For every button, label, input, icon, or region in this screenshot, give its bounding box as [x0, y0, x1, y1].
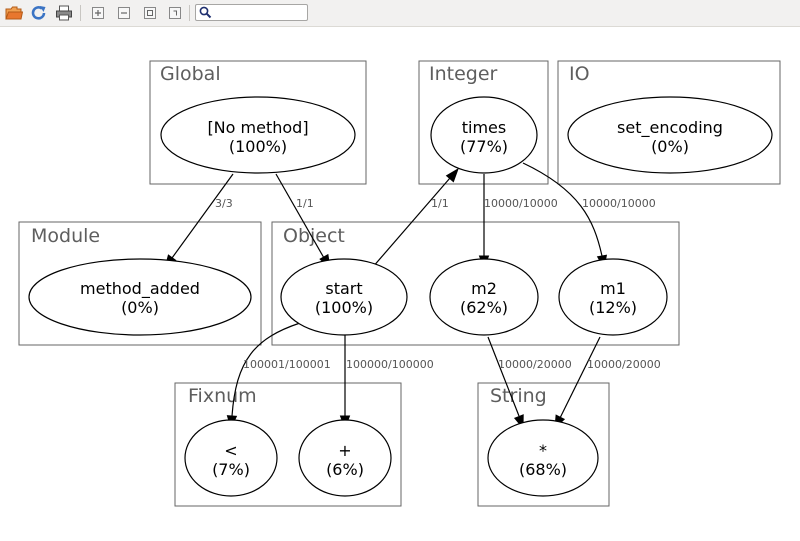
edge-label: 100000/100000: [346, 358, 434, 371]
cluster-label: Object: [283, 225, 345, 247]
toolbar-separator: [189, 5, 190, 21]
edge-label: 10000/20000: [498, 358, 572, 371]
refresh-button[interactable]: [28, 3, 50, 23]
zoom-in-icon: [92, 7, 104, 19]
node-method_added[interactable]: method_added (0%): [28, 258, 252, 336]
cluster-label: Module: [31, 225, 100, 247]
node-set_encoding[interactable]: set_encoding (0%): [567, 96, 773, 174]
call-graph-canvas: Global Integer IO Module Object Fixnum S…: [18, 60, 781, 507]
node-name: <: [224, 441, 237, 460]
cluster-label: Fixnum: [188, 385, 257, 407]
node-percent: (0%): [121, 298, 159, 317]
zoom-out-button[interactable]: [113, 3, 135, 23]
search-box[interactable]: [195, 4, 308, 21]
node-percent: (62%): [460, 298, 508, 317]
node-percent: (100%): [229, 137, 287, 156]
node-percent: (68%): [519, 460, 567, 479]
toolbar-separator: [80, 5, 81, 21]
edge-label: 10000/10000: [582, 197, 656, 210]
open-icon: [5, 6, 23, 20]
node-name: times: [462, 118, 506, 137]
zoom-fit-button[interactable]: [139, 3, 161, 23]
edge-label: 10000/10000: [484, 197, 558, 210]
edge-start-lt: 100001/100001: [226, 322, 331, 430]
node-plus[interactable]: + (6%): [298, 419, 392, 497]
zoom-100-icon: [169, 7, 181, 19]
zoom-fit-icon: [144, 7, 156, 19]
node-name: method_added: [80, 279, 200, 299]
cluster-label: String: [490, 385, 547, 407]
cluster-label: IO: [569, 63, 590, 85]
node-percent: (6%): [326, 460, 364, 479]
node-percent: (100%): [315, 298, 373, 317]
zoom-in-button[interactable]: [87, 3, 109, 23]
edge-label: 1/1: [431, 197, 449, 210]
edge-label: 1/1: [296, 197, 314, 210]
node-name: m2: [471, 279, 497, 298]
zoom-100-button[interactable]: [164, 3, 186, 23]
node-name: +: [338, 441, 351, 460]
edge-label: 100001/100001: [243, 358, 331, 371]
cluster-label: Integer: [429, 63, 498, 85]
node-name: *: [539, 441, 547, 460]
node-percent: (12%): [589, 298, 637, 317]
edge-label: 3/3: [215, 197, 233, 210]
refresh-icon: [31, 6, 46, 20]
node-lt[interactable]: < (7%): [184, 419, 278, 497]
node-start[interactable]: start (100%): [280, 258, 408, 336]
edge-label: 10000/20000: [587, 358, 661, 371]
toolbar: [0, 0, 800, 27]
node-name: [No method]: [207, 118, 308, 137]
node-percent: (77%): [460, 137, 508, 156]
search-input[interactable]: [213, 5, 305, 20]
print-button[interactable]: [53, 3, 75, 23]
open-button[interactable]: [3, 3, 25, 23]
node-name: start: [325, 279, 362, 298]
node-m1[interactable]: m1 (12%): [558, 258, 668, 336]
cluster-label: Global: [160, 63, 221, 85]
edge-start-times: 1/1: [371, 167, 459, 269]
print-icon: [56, 5, 72, 21]
node-percent: (7%): [212, 460, 250, 479]
zoom-out-icon: [118, 7, 130, 19]
node-nomethod[interactable]: [No method] (100%): [160, 96, 356, 174]
node-name: set_encoding: [617, 118, 723, 138]
node-name: m1: [600, 279, 626, 298]
node-percent: (0%): [651, 137, 689, 156]
node-m2[interactable]: m2 (62%): [429, 258, 539, 336]
node-times[interactable]: times (77%): [430, 96, 538, 174]
search-icon: [199, 6, 212, 19]
node-star[interactable]: * (68%): [487, 419, 599, 497]
